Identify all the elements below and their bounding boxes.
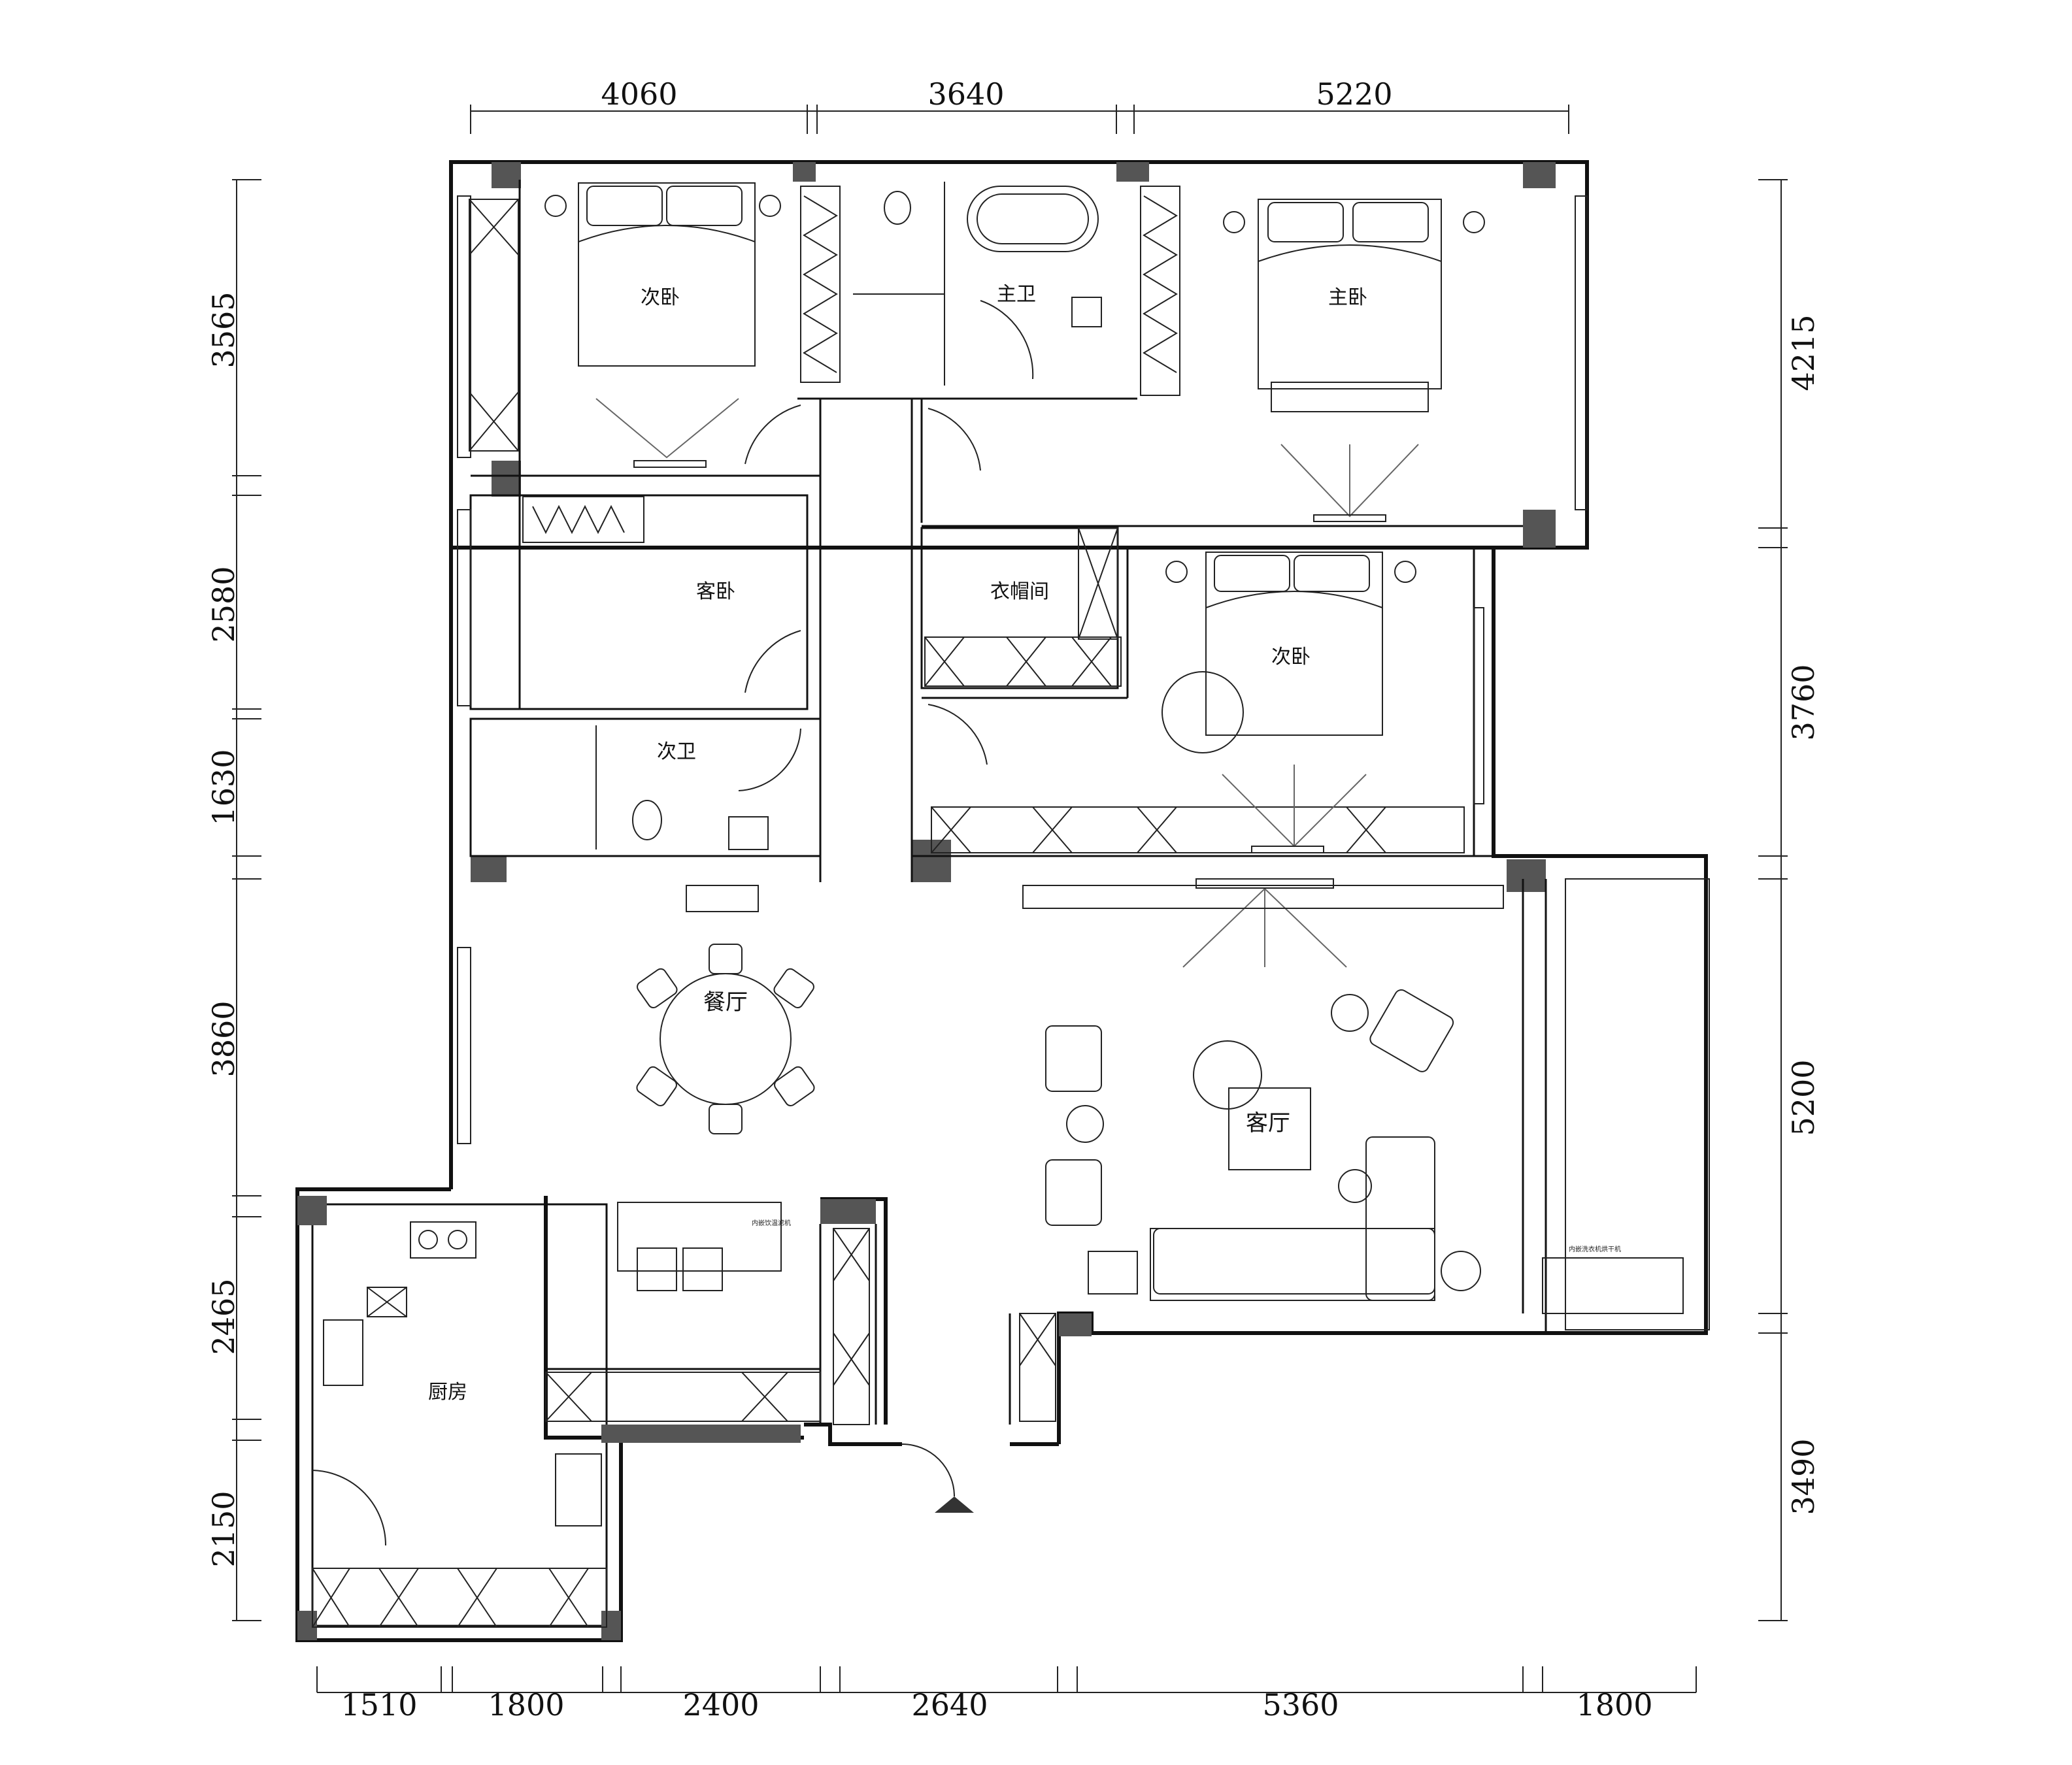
interior-walls bbox=[457, 180, 1588, 1425]
living-furniture bbox=[1022, 878, 1710, 1330]
room-label-second-bath: 次卫 bbox=[657, 740, 696, 763]
dim-top-3: 5220 bbox=[1316, 76, 1392, 112]
dim-left-4: 3860 bbox=[206, 1000, 241, 1077]
outer-walls bbox=[295, 160, 1708, 1642]
appliance-label-laundry: 内嵌洗衣机烘干机 bbox=[1569, 1245, 1621, 1253]
dim-bottom-5: 5360 bbox=[1262, 1687, 1339, 1723]
dining-cabinet bbox=[545, 1228, 1056, 1425]
dimension-lines bbox=[232, 105, 1788, 1693]
dim-top-2: 3640 bbox=[927, 76, 1004, 112]
room-label-cloakroom: 衣帽间 bbox=[990, 580, 1049, 603]
dim-left-1: 3565 bbox=[206, 291, 241, 368]
structural-columns bbox=[297, 162, 1556, 1640]
bed-master bbox=[1223, 199, 1485, 412]
room-label-living: 客厅 bbox=[1246, 1110, 1290, 1136]
dim-right-3: 5200 bbox=[1786, 1059, 1821, 1136]
room-label-guest-bedroom: 客卧 bbox=[696, 580, 735, 603]
second-bath-fixtures bbox=[595, 725, 769, 850]
dim-bottom-2: 1800 bbox=[488, 1687, 564, 1723]
room-label-second-bedroom-top: 次卧 bbox=[641, 286, 680, 309]
entrance-arrow bbox=[935, 1496, 974, 1513]
dim-left-6: 2150 bbox=[206, 1491, 241, 1567]
dim-bottom-4: 2640 bbox=[911, 1687, 988, 1723]
bed-top-left bbox=[544, 182, 781, 367]
dim-left-3: 1630 bbox=[206, 749, 241, 825]
room-label-master-bedroom: 主卧 bbox=[1328, 286, 1367, 309]
dim-left-2: 2580 bbox=[206, 566, 241, 642]
master-bath-fixtures bbox=[853, 182, 1102, 386]
dim-bottom-3: 2400 bbox=[682, 1687, 759, 1723]
dim-right-2: 3760 bbox=[1786, 664, 1821, 740]
dim-bottom-6: 1800 bbox=[1576, 1687, 1652, 1723]
dim-right-4: 3490 bbox=[1786, 1438, 1821, 1515]
room-label-kitchen: 厨房 bbox=[428, 1381, 467, 1404]
wardrobes bbox=[469, 186, 1465, 853]
appliance-label-island: 内嵌饮温滤机 bbox=[752, 1219, 791, 1227]
dim-bottom-1: 1510 bbox=[341, 1687, 417, 1723]
room-label-second-bedroom-right: 次卧 bbox=[1271, 646, 1311, 668]
light-fixtures bbox=[595, 398, 1419, 968]
room-label-master-bath: 主卫 bbox=[997, 283, 1036, 306]
kitchen-fixtures bbox=[312, 1221, 607, 1628]
dim-left-5: 2465 bbox=[206, 1278, 241, 1355]
dining-table bbox=[617, 885, 815, 1291]
door-swings bbox=[312, 300, 1034, 1546]
bed-right bbox=[1161, 552, 1416, 753]
dim-top-1: 4060 bbox=[601, 76, 677, 112]
room-label-dining: 餐厅 bbox=[703, 989, 748, 1015]
dim-right-1: 4215 bbox=[1786, 314, 1821, 391]
